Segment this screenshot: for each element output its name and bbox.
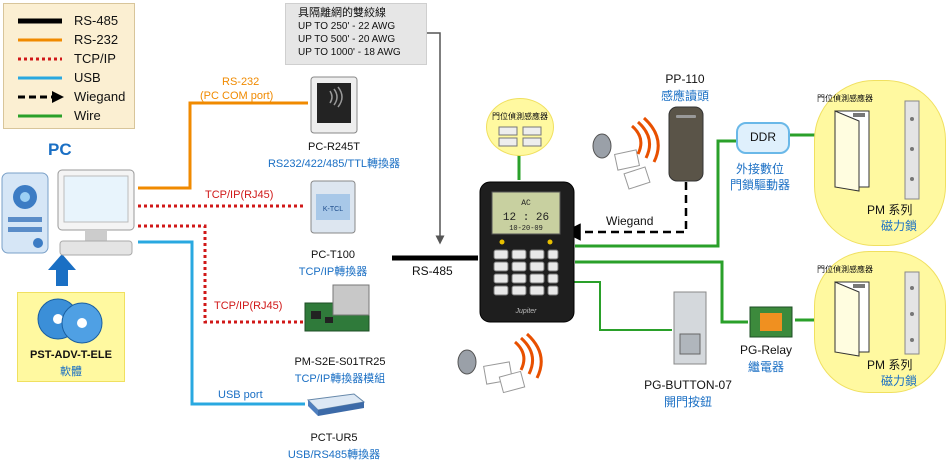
ddr-desc-2: 門鎖驅動器	[729, 178, 791, 192]
center-door-sensor-label: 門位偵測感應器	[492, 112, 548, 121]
software-box: PST-ADV-T-ELE 軟體	[17, 292, 125, 382]
access-controller-icon: AC 12 : 26 10-20-09 Jupiter	[479, 181, 575, 323]
pg-relay-icon	[749, 306, 793, 338]
pp110-desc: 感應讀頭	[660, 89, 710, 103]
pc-r245t-name: PC-R245T	[308, 141, 360, 153]
software-disc-icon	[37, 298, 103, 344]
usb-line	[138, 240, 305, 406]
software-arrow-shaft	[56, 268, 68, 286]
pc-t100-device-icon: K-TCL	[310, 180, 356, 234]
pc-r245t-desc: RS232/422/485/TTL轉換器	[267, 158, 401, 170]
pc-t100-desc: TCP/IP轉換器	[298, 266, 368, 278]
magnetic-lock-icon	[904, 100, 920, 200]
pg-button-icon	[673, 291, 707, 365]
pm1-desc: 磁力鎖	[881, 219, 918, 233]
awg-arrow	[425, 32, 445, 245]
legend-item-wiegand: Wiegand	[4, 88, 134, 106]
legend-item-tcpip: TCP/IP	[4, 50, 134, 68]
wire-ddr	[575, 139, 738, 248]
rfid-cards-icon-bottom	[457, 332, 543, 394]
legend-item-rs485: RS-485	[4, 12, 134, 30]
svg-text:10-20-09: 10-20-09	[509, 225, 543, 233]
cable-spec-title: 具隔離網的雙絞線	[298, 7, 386, 19]
svg-text:AC: AC	[521, 199, 531, 208]
pm2-door-sensor-label: 門位偵測感應器	[817, 265, 873, 274]
pm-s2e-module-icon	[304, 284, 370, 332]
legend-item-rs232: RS-232	[4, 31, 134, 49]
usb-link-label: USB port	[218, 389, 263, 401]
ddr-desc-1: 外接數位	[735, 162, 785, 176]
magnetic-lock-icon	[904, 271, 920, 355]
rs232-link-label: RS-232	[222, 76, 260, 88]
tcpip-line-2	[138, 224, 305, 324]
center-door-sensor-bubble: 門位偵測感應器	[486, 98, 554, 156]
pc-t100-name: PC-T100	[310, 249, 356, 261]
pm-lock-panel-2: 門位偵測感應器 PM 系列 磁力鎖	[814, 251, 946, 393]
software-desc: 軟體	[60, 366, 82, 378]
legend-item-wire: Wire	[4, 107, 134, 125]
door-icon	[834, 110, 870, 192]
pg-button-name: PG-BUTTON-07	[644, 378, 732, 392]
pg-relay-name: PG-Relay	[739, 343, 793, 357]
legend-label: TCP/IP	[74, 51, 116, 66]
cable-spec-box: 具隔離網的雙絞線 UP TO 250' - 22 AWG UP TO 500' …	[285, 3, 427, 65]
rs232-port-label: (PC COM port)	[200, 90, 274, 102]
pm1-door-sensor-label: 門位偵測感應器	[817, 94, 873, 103]
wire-button	[560, 281, 672, 331]
cable-spec-line: UP TO 500' - 20 AWG	[298, 34, 396, 45]
legend-label: Wire	[74, 108, 101, 123]
software-name: PST-ADV-T-ELE	[30, 349, 112, 361]
pc-label: PC	[48, 140, 72, 159]
svg-text:K-TCL: K-TCL	[323, 206, 343, 213]
legend-item-usb: USB	[4, 69, 134, 87]
pct-ur5-name: PCT-UR5	[310, 432, 358, 444]
wiegand-link-label: Wiegand	[606, 214, 654, 228]
pm2-desc: 磁力鎖	[881, 374, 918, 388]
rfid-cards-icon-top	[592, 116, 660, 190]
tcpip-link-label-2: TCP/IP(RJ45)	[214, 300, 283, 312]
door-icon	[834, 281, 870, 357]
pp110-reader-icon	[668, 106, 704, 182]
legend-label: USB	[74, 70, 101, 85]
legend-label: RS-232	[74, 32, 119, 47]
wiegand-line	[563, 182, 688, 241]
pp110-name: PP-110	[665, 72, 705, 86]
pc-icon	[1, 169, 135, 256]
ddr-badge: DDR	[736, 122, 790, 154]
rs232-line	[138, 101, 308, 190]
ddr-badge-text: DDR	[750, 130, 776, 144]
legend-label: Wiegand	[74, 89, 126, 104]
software-arrow-head	[48, 254, 76, 270]
pm2-name: PM 系列	[867, 358, 913, 372]
pm1-name: PM 系列	[867, 203, 913, 217]
wire-relay	[575, 260, 748, 324]
legend-label: RS-485	[74, 13, 119, 28]
pc-r245t-device-icon	[310, 76, 358, 134]
pm-lock-panel-1: 門位偵測感應器 PM 系列 磁力鎖	[814, 80, 946, 246]
pct-ur5-desc: USB/RS485轉換器	[287, 449, 381, 461]
pg-button-desc: 開門按鈕	[663, 395, 713, 409]
cable-spec-line: UP TO 250' - 22 AWG	[298, 21, 396, 32]
pct-ur5-device-icon	[306, 393, 366, 416]
legend: RS-485 RS-232 TCP/IP USB Wiegand Wire	[3, 3, 135, 129]
pm-s2e-desc: TCP/IP轉換器模組	[294, 373, 386, 385]
svg-text:Jupiter: Jupiter	[514, 308, 537, 315]
svg-text:12 : 26: 12 : 26	[503, 212, 549, 224]
cable-spec-line: UP TO 1000' - 18 AWG	[298, 47, 401, 58]
tcpip-link-label-1: TCP/IP(RJ45)	[205, 189, 274, 201]
pg-relay-desc: 繼電器	[747, 360, 785, 374]
pm-s2e-name: PM-S2E-S01TR25	[294, 356, 386, 368]
door-sensor-icon	[498, 126, 542, 147]
rs485-link-label: RS-485	[412, 264, 453, 278]
